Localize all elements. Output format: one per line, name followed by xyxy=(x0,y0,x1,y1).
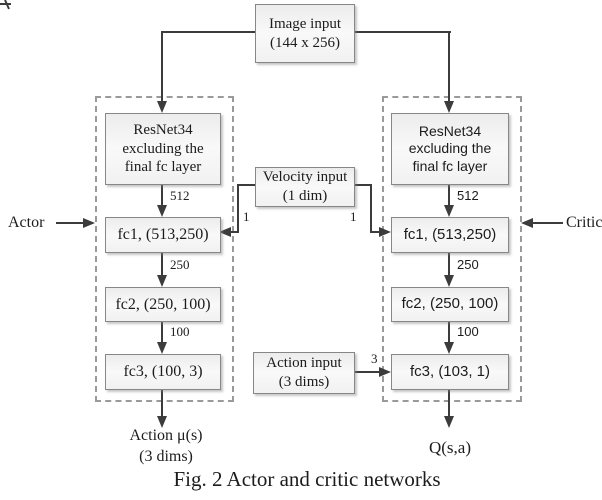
actor-fc1-node: fc1, (513,250) xyxy=(105,217,221,253)
arrowhead-critic-output-icon xyxy=(444,416,454,428)
edge-actor-fc1-fc2 xyxy=(161,251,163,275)
edge-velocity-left-h2 xyxy=(229,231,239,233)
edge-image-to-critic-resnet xyxy=(448,31,450,101)
arrowhead-critic-fc1-icon xyxy=(444,205,454,217)
arrowhead-to-actor-resnet-icon xyxy=(157,101,167,113)
edge-critic-resnet-fc1 xyxy=(448,183,450,205)
actor-side-label: Actor xyxy=(8,214,45,231)
edge-velocity-right-h2 xyxy=(370,231,380,233)
action-input-line1: Action input xyxy=(266,355,342,372)
actor-dim-100: 100 xyxy=(170,324,190,339)
critic-side-label: Critic xyxy=(566,214,602,231)
actor-fc1-label: fc1, (513,250) xyxy=(117,226,209,243)
actor-output-label: Action μ(s) (3 dims) xyxy=(113,426,219,468)
arrowhead-critic-label-icon xyxy=(521,218,533,228)
actor-resnet-line1: ResNet34 xyxy=(133,121,193,138)
actor-resnet-line2: excluding the xyxy=(122,140,204,157)
critic-fc3-label: fc3, (103, 1) xyxy=(409,362,491,380)
edge-critic-fc3-output xyxy=(448,388,450,416)
action-input-line2: (3 dims) xyxy=(278,374,330,390)
critic-resnet-line3: final fc layer xyxy=(412,157,488,174)
edge-actor-label-line xyxy=(56,222,84,224)
arrowhead-action-critic-icon xyxy=(379,367,391,377)
velocity-input-line2: (1 dim) xyxy=(282,188,328,204)
critic-fc1-label: fc1, (513,250) xyxy=(403,225,497,243)
arrowhead-actor-output-icon xyxy=(157,416,167,428)
image-input-node: Image input (144 x 256) xyxy=(255,4,355,63)
actor-fc2-label: fc2, (250, 100) xyxy=(115,295,211,313)
image-input-line1: Image input xyxy=(268,15,342,32)
actor-output-line2: (3 dims) xyxy=(139,447,193,465)
edge-velocity-right-h1 xyxy=(353,184,372,186)
actor-fc3-label: fc3, (100, 3) xyxy=(123,363,203,380)
critic-dim-512: 512 xyxy=(457,188,479,203)
edge-critic-label-line xyxy=(532,222,563,224)
critic-dim-250: 250 xyxy=(457,257,479,272)
arrowhead-to-critic-resnet-icon xyxy=(444,101,454,113)
edge-actor-resnet-fc1 xyxy=(161,183,163,205)
edge-critic-fc1-fc2 xyxy=(448,251,450,275)
critic-resnet-line2: excluding the xyxy=(408,140,492,157)
edge-action-critic-h xyxy=(353,371,380,373)
edge-velocity-right-v xyxy=(370,184,372,232)
actor-output-line1: Action μ(s) xyxy=(129,427,203,444)
edge-actor-fc3-output xyxy=(161,388,163,416)
arrowhead-critic-fc3-icon xyxy=(444,342,454,354)
critic-fc3-node: fc3, (103, 1) xyxy=(391,354,509,390)
critic-resnet-node: ResNet34 excluding the final fc layer xyxy=(391,113,509,185)
actor-resnet-line3: final fc layer xyxy=(124,159,202,176)
edge-image-to-actor-resnet xyxy=(161,31,163,101)
critic-fc2-node: fc2, (250, 100) xyxy=(391,287,509,322)
arrowhead-velocity-actor-icon xyxy=(219,227,231,237)
actor-fc3-node: fc3, (100, 3) xyxy=(105,354,221,390)
critic-resnet-line1: ResNet34 xyxy=(418,122,482,139)
image-input-line2: (144 x 256) xyxy=(270,34,340,51)
velocity-input-line1: Velocity input xyxy=(262,169,348,186)
critic-fc1-node: fc1, (513,250) xyxy=(391,217,509,253)
actor-fc2-node: fc2, (250, 100) xyxy=(105,287,221,322)
velocity-dim-left: 1 xyxy=(243,209,250,224)
critic-output-label: Q(s,a) xyxy=(428,438,471,457)
edge-velocity-left-v xyxy=(237,184,239,232)
arrowhead-critic-fc2-icon xyxy=(444,275,454,287)
figure-caption: Fig. 2 Actor and critic networks xyxy=(173,467,441,491)
corner-artifact-icon xyxy=(0,0,11,10)
velocity-dim-right: 1 xyxy=(350,209,357,224)
edge-velocity-left-h1 xyxy=(237,184,255,186)
arrowhead-actor-label-icon xyxy=(83,218,95,228)
action-input-node: Action input (3 dims) xyxy=(253,352,355,394)
actor-dim-250: 250 xyxy=(170,257,190,272)
critic-fc2-label: fc2, (250, 100) xyxy=(401,295,499,313)
actor-resnet-node: ResNet34 excluding the final fc layer xyxy=(105,113,221,185)
arrowhead-actor-fc3-icon xyxy=(157,342,167,354)
edge-actor-fc2-fc3 xyxy=(161,320,163,342)
action-dim-label: 3 xyxy=(371,351,378,366)
critic-network-frame xyxy=(382,96,522,402)
velocity-input-node: Velocity input (1 dim) xyxy=(255,167,355,207)
arrowhead-velocity-critic-icon xyxy=(379,227,391,237)
edge-critic-fc2-fc3 xyxy=(448,320,450,342)
critic-dim-100: 100 xyxy=(457,324,479,339)
actor-network-frame xyxy=(95,96,234,402)
actor-dim-512: 512 xyxy=(170,188,190,203)
arrowhead-actor-fc2-icon xyxy=(157,275,167,287)
arrowhead-actor-fc1-icon xyxy=(157,205,167,217)
